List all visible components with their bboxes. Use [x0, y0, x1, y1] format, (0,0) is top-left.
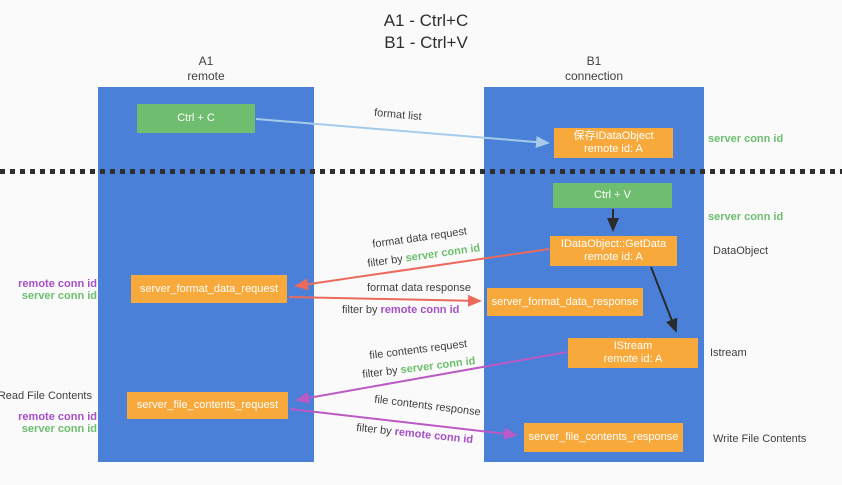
- ctrl-v-label: Ctrl + V: [594, 189, 631, 201]
- server-file-contents-request-box: server_file_contents_request: [127, 392, 288, 419]
- left-remote-conn-id-label-2: remote conn id: [18, 411, 97, 423]
- format-data-request-arrow: [294, 248, 550, 291]
- read-file-contents-label: Read File Contents: [0, 390, 92, 402]
- diagram-title: A1 - Ctrl+C B1 - Ctrl+V: [0, 10, 842, 54]
- format-data-response-label: format data response: [367, 282, 471, 294]
- lane-header-b1: B1 connection: [484, 54, 704, 84]
- server-format-data-response-box: server_format_data_response: [487, 288, 643, 316]
- left-server-conn-id-label-2: server conn id: [21, 423, 97, 435]
- title-line-2: B1 - Ctrl+V: [384, 33, 468, 52]
- istream-line2: remote id: A: [603, 353, 663, 365]
- write-file-contents-label: Write File Contents: [713, 433, 807, 445]
- ctrl-v-box: Ctrl + V: [553, 183, 672, 208]
- lane-header-a1: A1 remote: [98, 54, 314, 84]
- ctrl-c-label: Ctrl + C: [177, 112, 215, 124]
- istream-line1: IStream: [613, 340, 653, 352]
- right-server-conn-id-label-2: server conn id: [708, 211, 784, 223]
- format-data-response-filter-label: filter by remote conn id: [342, 304, 459, 316]
- format-response-label: server_format_data_response: [491, 295, 639, 308]
- lane-a1-name: A1: [198, 54, 214, 68]
- save-idataobject-box: 保存IDataObject remote id: A: [554, 128, 673, 158]
- istream-box: IStream remote id: A: [568, 338, 698, 368]
- file-request-label: server_file_contents_request: [136, 399, 279, 411]
- format-data-response-arrow: [288, 294, 482, 307]
- lane-b1-name: B1: [586, 54, 602, 68]
- right-server-conn-id-label-1: server conn id: [708, 133, 784, 145]
- filter-by-prefix: filter by: [342, 304, 381, 316]
- file-response-label: server_file_contents_response: [528, 431, 679, 443]
- getdata-line1: IDataObject::GetData: [560, 238, 667, 250]
- save-idataobject-line2: remote id: A: [584, 143, 643, 155]
- session-divider-dotted-line: [0, 169, 842, 174]
- format-list-arrow: [255, 118, 550, 148]
- save-idataobject-line1: 保存IDataObject: [573, 130, 654, 142]
- lane-a1-sub: remote: [187, 69, 225, 83]
- left-remote-conn-id-label-1: remote conn id: [18, 278, 97, 290]
- dataobject-side-label: DataObject: [713, 245, 769, 257]
- getdata-to-istream-arrow: [650, 266, 678, 333]
- title-line-1: A1 - Ctrl+C: [383, 11, 469, 30]
- lane-b1-sub: connection: [564, 69, 624, 83]
- remote-conn-id-key: remote conn id: [380, 304, 460, 316]
- server-format-data-request-box: server_format_data_request: [131, 275, 287, 303]
- left-server-conn-id-label-1: server conn id: [21, 290, 97, 302]
- file-contents-request-arrow: [295, 351, 568, 404]
- format-request-label: server_format_data_request: [139, 282, 279, 295]
- getdata-line2: remote id: A: [584, 251, 643, 263]
- istream-side-label: Istream: [710, 347, 747, 359]
- ctrl-c-box: Ctrl + C: [137, 104, 255, 133]
- idataobject-getdata-box: IDataObject::GetData remote id: A: [550, 236, 677, 266]
- file-contents-response-arrow: [289, 408, 518, 440]
- server-file-contents-response-box: server_file_contents_response: [524, 423, 683, 452]
